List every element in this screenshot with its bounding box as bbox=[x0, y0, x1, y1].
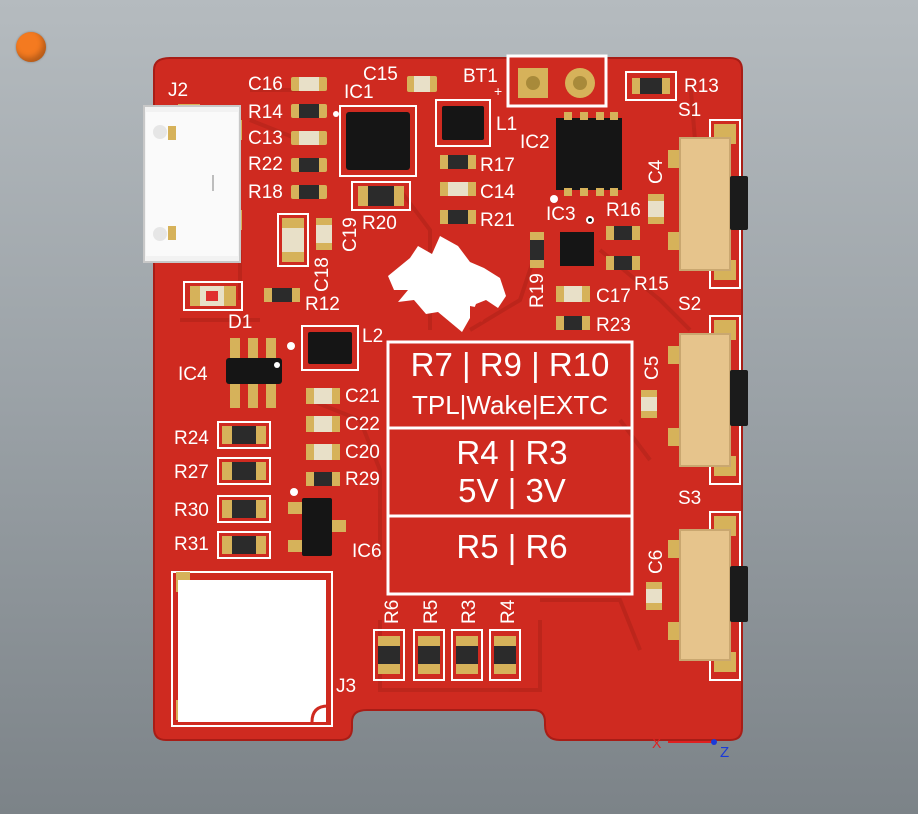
label-r15: R15 bbox=[634, 274, 669, 295]
label-ic6: IC6 bbox=[352, 541, 382, 562]
label-r31: R31 bbox=[174, 534, 209, 555]
label-r3: R3 bbox=[459, 600, 480, 624]
label-ic3: IC3 bbox=[546, 204, 576, 225]
resistor-row-bottom bbox=[373, 629, 521, 681]
switch-s1 bbox=[668, 119, 748, 289]
capacitors-c18-c19 bbox=[277, 213, 332, 267]
label-s1: S1 bbox=[678, 100, 701, 121]
label-c6: C6 bbox=[646, 550, 667, 574]
jumper-row1-subtitle: TPL|Wake|EXTC bbox=[412, 390, 608, 420]
passive-column-left bbox=[291, 77, 327, 199]
label-r12: R12 bbox=[305, 294, 340, 315]
label-c20: C20 bbox=[345, 442, 380, 463]
capacitor-c15 bbox=[407, 76, 437, 92]
usb-connector-j2 bbox=[143, 104, 242, 263]
axis-z-label: Z bbox=[720, 744, 729, 761]
jumper-row2-title: R4 | R3 bbox=[456, 434, 567, 471]
label-bt1: BT1 bbox=[463, 66, 498, 87]
label-r18: R18 bbox=[248, 182, 283, 203]
jumper-row2-subtitle: 5V | 3V bbox=[458, 472, 566, 509]
axis-x-label: X bbox=[652, 735, 662, 751]
capacitor-c4 bbox=[648, 194, 664, 224]
label-r22: R22 bbox=[248, 154, 283, 175]
label-r19: R19 bbox=[527, 273, 548, 308]
label-r5: R5 bbox=[421, 600, 442, 624]
label-c18: C18 bbox=[312, 257, 333, 292]
label-ic4: IC4 bbox=[178, 364, 208, 385]
capacitors-c5-c6 bbox=[641, 390, 662, 610]
jumper-table bbox=[386, 340, 634, 596]
led-d1-and-r12 bbox=[183, 281, 300, 311]
label-l2: L2 bbox=[362, 326, 383, 347]
label-s3: S3 bbox=[678, 488, 701, 509]
label-s2: S2 bbox=[678, 294, 701, 315]
label-r24: R24 bbox=[174, 428, 209, 449]
label-r30: R30 bbox=[174, 500, 209, 521]
label-c17: C17 bbox=[596, 286, 631, 307]
switch-s2 bbox=[668, 315, 748, 485]
label-c22: C22 bbox=[345, 414, 380, 435]
label-c15: C15 bbox=[363, 64, 398, 85]
passives-c17-r23 bbox=[556, 286, 590, 330]
passive-column-center bbox=[306, 388, 340, 486]
label-c19: C19 bbox=[340, 217, 361, 252]
ic3-chip bbox=[560, 216, 594, 266]
ic1-chip bbox=[333, 105, 417, 177]
axis-triad-icon: X Z bbox=[652, 735, 729, 761]
resistors-r15-r16 bbox=[606, 226, 640, 270]
resistor-column-left bbox=[217, 421, 271, 559]
jumper-row3-title: R5 | R6 bbox=[456, 528, 567, 565]
switch-s3 bbox=[668, 511, 748, 681]
label-l1: L1 bbox=[496, 114, 517, 135]
label-r16: R16 bbox=[606, 200, 641, 221]
label-r13: R13 bbox=[684, 76, 719, 97]
ic4-chip bbox=[226, 338, 282, 408]
resistor-r19 bbox=[530, 232, 544, 268]
passive-group-middle bbox=[440, 155, 476, 224]
label-c13: C13 bbox=[248, 128, 283, 149]
label-d1: D1 bbox=[228, 312, 252, 333]
label-c4: C4 bbox=[646, 159, 667, 184]
wolf-head-logo-icon bbox=[388, 236, 506, 332]
label-r4: R4 bbox=[498, 599, 519, 624]
label-j2: J2 bbox=[168, 80, 188, 101]
label-bt1-plus: + bbox=[494, 83, 502, 99]
ic2-chip bbox=[550, 112, 622, 203]
label-c5: C5 bbox=[642, 356, 663, 380]
ic6-chip bbox=[288, 488, 346, 556]
label-ic1: IC1 bbox=[344, 82, 374, 103]
jumper-row1-title: R7 | R9 | R10 bbox=[411, 346, 610, 383]
label-r29: R29 bbox=[345, 469, 380, 490]
label-r21: R21 bbox=[480, 210, 515, 231]
inductor-l2 bbox=[287, 325, 359, 371]
indicator-dot bbox=[16, 32, 46, 62]
label-r6: R6 bbox=[382, 600, 403, 624]
label-c21: C21 bbox=[345, 386, 380, 407]
label-r17: R17 bbox=[480, 155, 515, 176]
battery-connector-bt1 bbox=[506, 54, 608, 108]
resistor-r20 bbox=[351, 181, 411, 211]
label-r27: R27 bbox=[174, 462, 209, 483]
label-ic2: IC2 bbox=[520, 132, 550, 153]
label-r20: R20 bbox=[362, 213, 397, 234]
label-j3: J3 bbox=[336, 676, 356, 697]
label-r23: R23 bbox=[596, 315, 631, 336]
label-c14: C14 bbox=[480, 182, 515, 203]
label-r14: R14 bbox=[248, 102, 283, 123]
label-c16: C16 bbox=[248, 74, 283, 95]
inductor-l1 bbox=[435, 99, 491, 147]
sd-card-connector-j3 bbox=[171, 571, 333, 727]
resistor-r13 bbox=[625, 71, 677, 101]
